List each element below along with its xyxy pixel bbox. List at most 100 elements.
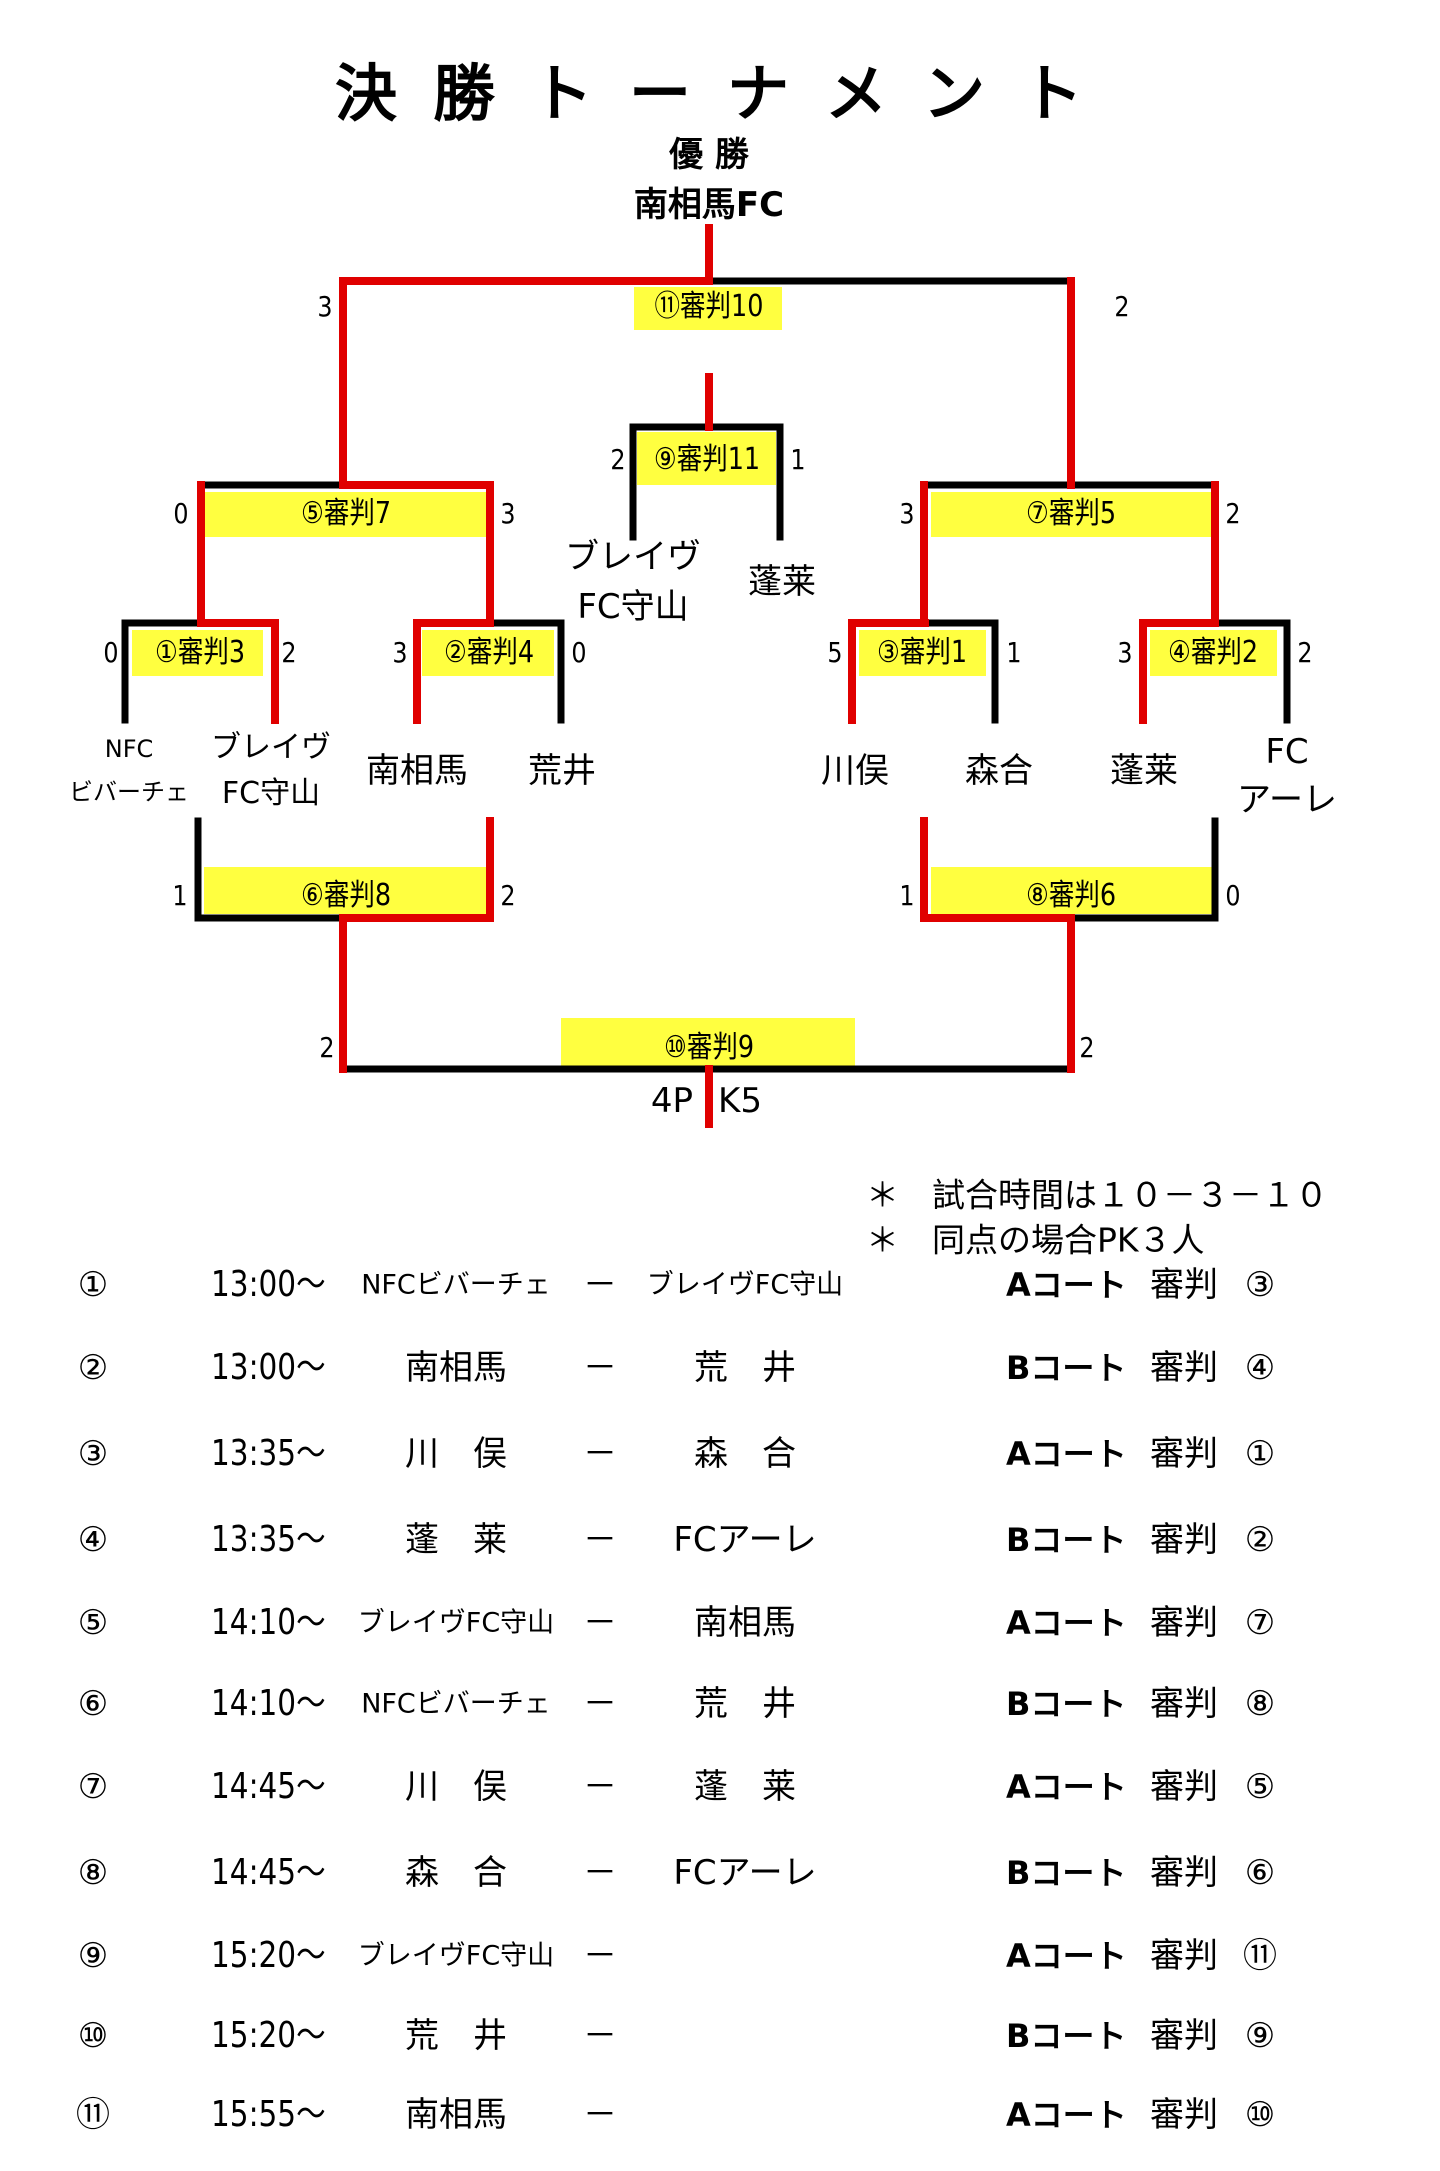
schedule-referee: ① — [1244, 1434, 1276, 1474]
match-box-6 — [204, 867, 487, 914]
schedule-time: 14:45～ — [211, 1766, 326, 1807]
note-pk: ＊ 同点の場合PK３人 — [866, 1220, 1205, 1260]
schedule-number: ⑨ — [77, 1936, 109, 1976]
schedule-court: Bコート — [1006, 1854, 1127, 1892]
match-box-3 — [859, 630, 986, 676]
schedule-home-team: 荒 井 — [405, 2016, 507, 2056]
schedule-referee-label: 審判 — [1150, 1603, 1218, 1643]
schedule-number: ③ — [77, 1434, 109, 1474]
schedule-away-team: 荒 井 — [694, 1684, 796, 1724]
score: 3 — [1117, 636, 1133, 669]
team-name: 森合 — [965, 751, 1033, 791]
schedule-dash: － — [583, 1520, 617, 1560]
score: 3 — [317, 290, 333, 323]
champion-team: 南相馬FC — [633, 185, 785, 225]
schedule-court: Aコート — [1006, 2096, 1127, 2134]
match-box-1 — [132, 630, 263, 676]
match-label-11: ⑪審判10 — [654, 289, 764, 324]
match-label-10: ⑩審判9 — [663, 1030, 755, 1065]
schedule-number: ① — [77, 1265, 109, 1305]
schedule-dash: － — [583, 1936, 617, 1976]
schedule-away-team: FCアーレ — [673, 1853, 817, 1893]
match-label-5: ⑤審判7 — [300, 496, 392, 531]
score: 3 — [500, 497, 516, 530]
schedule-number: ⑥ — [77, 1684, 109, 1724]
schedule-home-team: 南相馬 — [405, 1348, 507, 1388]
schedule-home-team: NFCビバーチェ — [361, 1688, 551, 1720]
team-name: NFC — [104, 735, 154, 763]
schedule-number: ⑤ — [77, 1603, 109, 1643]
match-label-1: ①審判3 — [154, 635, 246, 670]
match-box-10 — [561, 1018, 855, 1066]
score: 0 — [1225, 879, 1241, 912]
score: 1 — [172, 879, 188, 912]
schedule-time: 15:20～ — [211, 1935, 326, 1976]
schedule-home-team: 川 俣 — [405, 1434, 507, 1474]
schedule-referee-label: 審判 — [1150, 1265, 1218, 1305]
match-box-5 — [205, 492, 487, 537]
schedule-time: 13:00～ — [211, 1264, 326, 1305]
schedule-time: 15:55～ — [211, 2094, 326, 2135]
score: 1 — [1006, 636, 1022, 669]
champion-label: 優 勝 — [669, 135, 749, 175]
score: 0 — [571, 636, 587, 669]
team-name: FC — [1265, 732, 1309, 772]
team-name: 蓬莱 — [748, 562, 816, 602]
score: 1 — [790, 443, 806, 476]
match-box-8 — [931, 867, 1212, 914]
schedule-number: ⑧ — [77, 1853, 109, 1893]
pk-score-left: 4P — [650, 1081, 694, 1121]
schedule-away-team: 森 合 — [694, 1434, 796, 1474]
schedule-dash: － — [583, 1265, 617, 1305]
schedule-referee-label: 審判 — [1150, 2016, 1218, 2056]
schedule-dash: － — [583, 1348, 617, 1388]
team-name: FC守山 — [577, 587, 689, 627]
match-box-9 — [637, 432, 776, 485]
schedule-referee: ⑩ — [1244, 2095, 1276, 2135]
schedule-court: Aコート — [1006, 1604, 1127, 1642]
schedule-referee-label: 審判 — [1150, 1853, 1218, 1893]
score: 2 — [1297, 636, 1313, 669]
team-name: FC守山 — [221, 776, 321, 811]
team-name: 蓬莱 — [1110, 751, 1178, 791]
score: 3 — [899, 497, 915, 530]
schedule-dash: － — [583, 1434, 617, 1474]
schedule-home-team: NFCビバーチェ — [361, 1269, 551, 1301]
score: 5 — [827, 636, 843, 669]
schedule-number: ⑪ — [76, 2095, 110, 2135]
match-box-7 — [931, 492, 1212, 537]
schedule-court: Bコート — [1006, 2017, 1127, 2055]
schedule-dash: － — [583, 1853, 617, 1893]
match-label-4: ④審判2 — [1167, 635, 1259, 670]
schedule-number: ⑦ — [77, 1767, 109, 1807]
schedule-home-team: ブレイヴFC守山 — [357, 1607, 555, 1639]
schedule-dash: － — [583, 1603, 617, 1643]
schedule-referee: ⑦ — [1244, 1603, 1276, 1643]
match-label-8: ⑧審判6 — [1025, 878, 1117, 913]
pk-score-right: K5 — [718, 1081, 762, 1121]
match-label-7: ⑦審判5 — [1025, 496, 1117, 531]
schedule-referee: ⑧ — [1244, 1684, 1276, 1724]
match-label-9: ⑨審判11 — [653, 442, 761, 477]
schedule-court: Bコート — [1006, 1349, 1127, 1387]
schedule-court: Bコート — [1006, 1685, 1127, 1723]
schedule-referee: ④ — [1244, 1348, 1276, 1388]
team-name: 荒井 — [528, 751, 596, 791]
schedule-referee-label: 審判 — [1150, 1684, 1218, 1724]
schedule-number: ② — [77, 1348, 109, 1388]
schedule-referee: ⑤ — [1244, 1767, 1276, 1807]
schedule-away-team: 荒 井 — [694, 1348, 796, 1388]
score: 2 — [1079, 1031, 1095, 1064]
schedule-referee: ⑥ — [1244, 1853, 1276, 1893]
schedule-referee-label: 審判 — [1150, 1434, 1218, 1474]
match-box-2 — [422, 630, 554, 676]
schedule-home-team: 川 俣 — [405, 1767, 507, 1807]
schedule-court: Aコート — [1006, 1435, 1127, 1473]
note-match-time: ＊ 試合時間は１０－３－１０ — [866, 1175, 1328, 1215]
schedule-dash: － — [583, 2095, 617, 2135]
team-name: 川俣 — [821, 751, 889, 791]
schedule-number: ④ — [77, 1520, 109, 1560]
schedule-referee: ③ — [1244, 1265, 1276, 1305]
score: 0 — [173, 497, 189, 530]
